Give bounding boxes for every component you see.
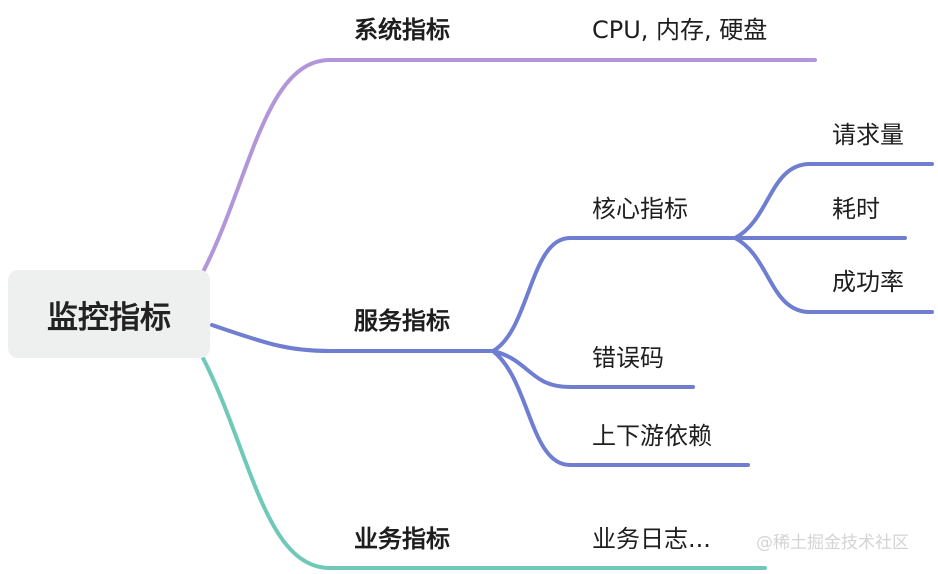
node-system-metrics: 系统指标 (354, 16, 450, 44)
node-success-rate: 成功率 (832, 268, 904, 296)
connector-core-requests (733, 162, 934, 240)
node-core-metrics: 核心指标 (592, 195, 688, 223)
root-label: 监控指标 (47, 299, 171, 336)
connector-service-deps (491, 349, 750, 467)
connector-root-system (201, 58, 817, 274)
node-upstream-downstream: 上下游依赖 (592, 422, 712, 450)
node-service-metrics: 服务指标 (354, 307, 450, 335)
connector-root-business (201, 356, 767, 570)
connector-core-success (733, 236, 934, 314)
node-error-codes: 错误码 (592, 344, 664, 372)
node-business-metrics: 业务指标 (354, 525, 450, 553)
node-business-logs: 业务日志... (592, 525, 711, 553)
connector-service-core (491, 236, 737, 353)
root-node: 监控指标 (8, 270, 210, 358)
node-latency: 耗时 (832, 195, 880, 223)
connector-service-errors (491, 349, 695, 389)
node-request-volume: 请求量 (832, 121, 904, 149)
watermark: @稀土掘金技术社区 (756, 533, 909, 553)
connector-root-service (210, 323, 495, 353)
node-cpu-memory-disk: CPU, 内存, 硬盘 (592, 16, 768, 44)
